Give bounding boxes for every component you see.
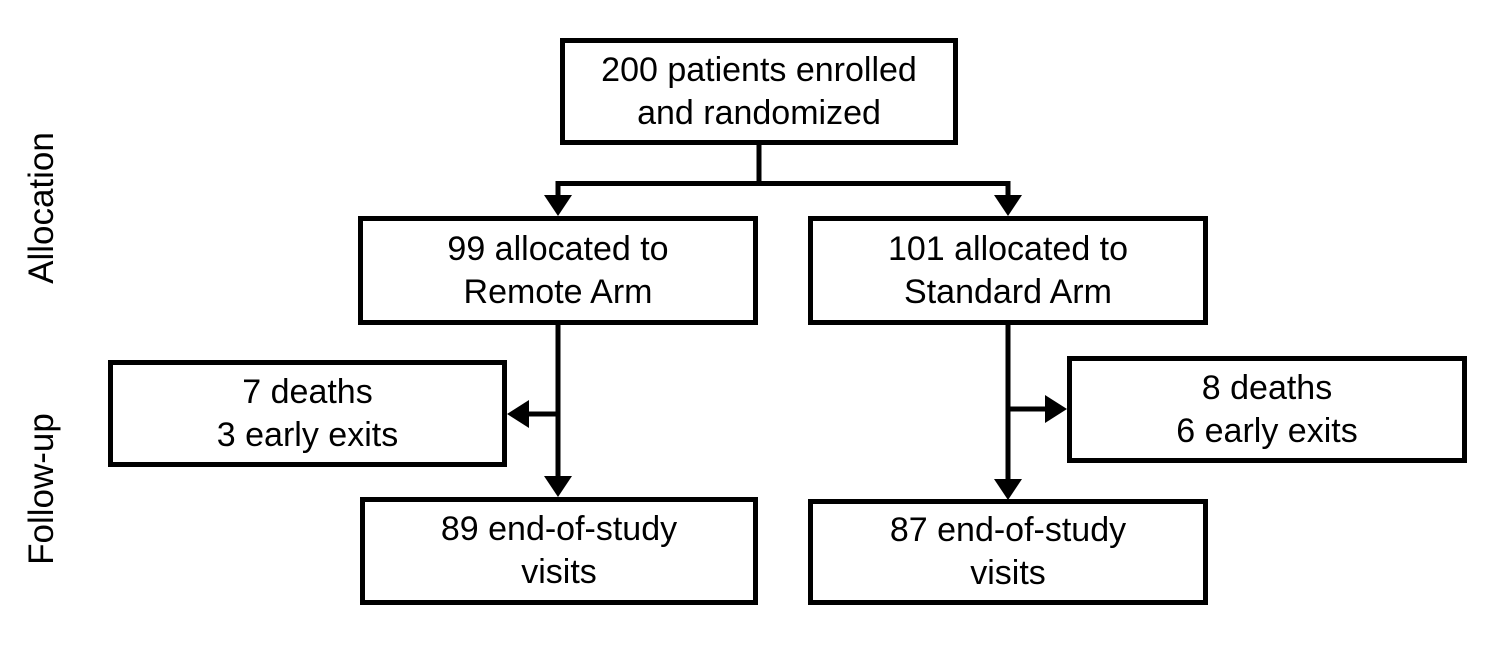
node-remote-arm: 99 allocated to Remote Arm xyxy=(358,216,758,325)
stage-label-follow-up: Follow-up xyxy=(22,413,61,565)
arrowhead-to-standard-exits xyxy=(1045,395,1067,423)
arrowhead-to-standard-arm xyxy=(994,195,1022,216)
arrowhead-to-remote-arm xyxy=(544,195,572,216)
node-remote-end: 89 end-of-study visits xyxy=(360,497,758,605)
node-standard-end-line2: visits xyxy=(970,554,1046,592)
arrowhead-remote-to-end xyxy=(544,476,572,497)
node-standard-exits-line2: 6 early exits xyxy=(1176,411,1358,450)
node-remote-arm-line1: 99 allocated to xyxy=(447,229,669,268)
node-enrolled-line1: 200 patients enrolled xyxy=(601,50,917,89)
node-standard-exits: 8 deaths 6 early exits xyxy=(1067,356,1467,463)
node-enrolled-line2: and randomized xyxy=(637,93,881,132)
node-enrolled: 200 patients enrolled and randomized xyxy=(560,38,958,145)
node-remote-exits: 7 deaths 3 early exits xyxy=(108,360,507,467)
node-standard-arm: 101 allocated to Standard Arm xyxy=(808,216,1208,325)
node-standard-arm-line1: 101 allocated to xyxy=(887,229,1129,268)
node-remote-exits-line1: 7 deaths xyxy=(242,372,373,411)
arrowhead-standard-to-end xyxy=(994,479,1022,500)
arrowhead-to-remote-exits xyxy=(507,400,529,428)
stage-label-allocation: Allocation xyxy=(22,132,61,284)
node-standard-end: 87 end-of-study visits xyxy=(808,499,1208,605)
node-standard-exits-line1: 8 deaths xyxy=(1201,368,1333,407)
node-remote-arm-line2: Remote Arm xyxy=(463,272,653,311)
node-standard-end-line1: 87 end-of-study xyxy=(889,511,1127,549)
node-remote-end-line1: 89 end-of-study xyxy=(440,510,678,548)
node-remote-exits-line2: 3 early exits xyxy=(216,415,399,454)
node-remote-end-line2: visits xyxy=(521,553,597,591)
node-standard-arm-line2: Standard Arm xyxy=(904,272,1112,311)
